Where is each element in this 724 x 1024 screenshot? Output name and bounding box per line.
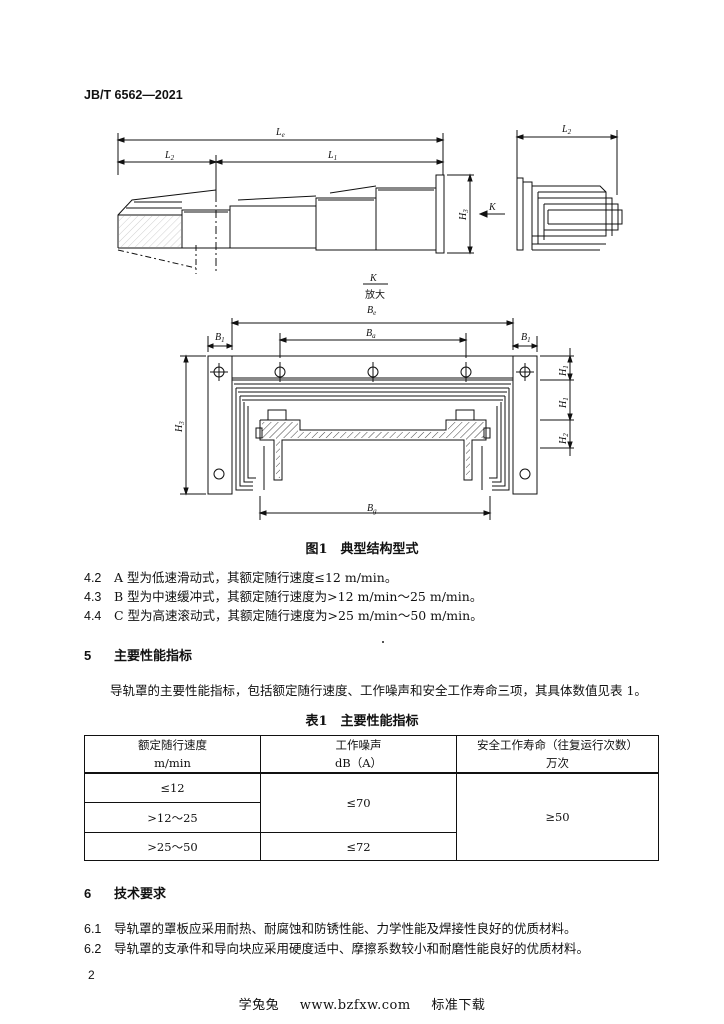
cell-speed: ≤12	[84, 772, 261, 803]
label-H2: H2	[558, 433, 570, 445]
label-B1-left: B1	[215, 332, 225, 344]
footer-url[interactable]: www.bzfxw.com	[299, 998, 411, 1013]
footer-slogan: 标准下载	[431, 998, 486, 1013]
label-B1-right: B1	[521, 332, 531, 344]
cell-noise-low: ≤70	[260, 772, 457, 833]
label-detail-note: 放大	[365, 288, 385, 301]
label-detail-K: K	[369, 273, 378, 284]
table-row: ≤12 ≤70 ≥50	[84, 772, 659, 861]
footer-site: 学兔兔	[238, 998, 280, 1013]
cell-life: ≥50	[456, 772, 659, 861]
cell-noise-high: ≤72	[260, 832, 457, 861]
header-life: 安全工作寿命（往复运行次数）万次	[456, 735, 659, 774]
standard-number: JB/T 6562—2021	[84, 88, 183, 102]
cell-speed: >25～50	[84, 832, 261, 861]
footer: 学兔兔 www.bzfxw.com 标准下载	[0, 994, 724, 1013]
table-caption: 表1 主要性能指标	[305, 714, 419, 729]
table-row: >12～25	[84, 802, 659, 833]
label-detail-L2: L2	[561, 124, 572, 136]
cell-speed: >12～25	[84, 802, 261, 833]
figure-typical-structure: Le L2 L1 L2 H3 K K Be Ba B1 B1 Bg H3 H1 …	[116, 124, 623, 520]
label-H1-upper: H1	[558, 365, 570, 377]
label-H3-top: H3	[458, 209, 470, 221]
figure-caption: 图1 典型结构型式	[305, 542, 419, 557]
scan-dot	[382, 641, 384, 643]
label-Bg: Bg	[367, 503, 377, 515]
section-5-paragraph: 导轨罩的主要性能指标，包括额定随行速度、工作噪声和安全工作寿命三项，其具体数值见…	[110, 683, 647, 698]
label-H1-lower: H1	[558, 397, 570, 409]
label-L1: L1	[327, 150, 337, 162]
label-K-arrow: K	[488, 202, 497, 213]
table-row: >25～50 ≤72	[84, 832, 659, 861]
label-Le: Le	[275, 127, 285, 139]
page-number: 2	[88, 968, 95, 982]
label-Ba: Ba	[366, 328, 376, 340]
label-Be: Be	[367, 305, 376, 317]
label-H3-bottom: H3	[174, 421, 186, 433]
label-L2: L2	[164, 150, 175, 162]
